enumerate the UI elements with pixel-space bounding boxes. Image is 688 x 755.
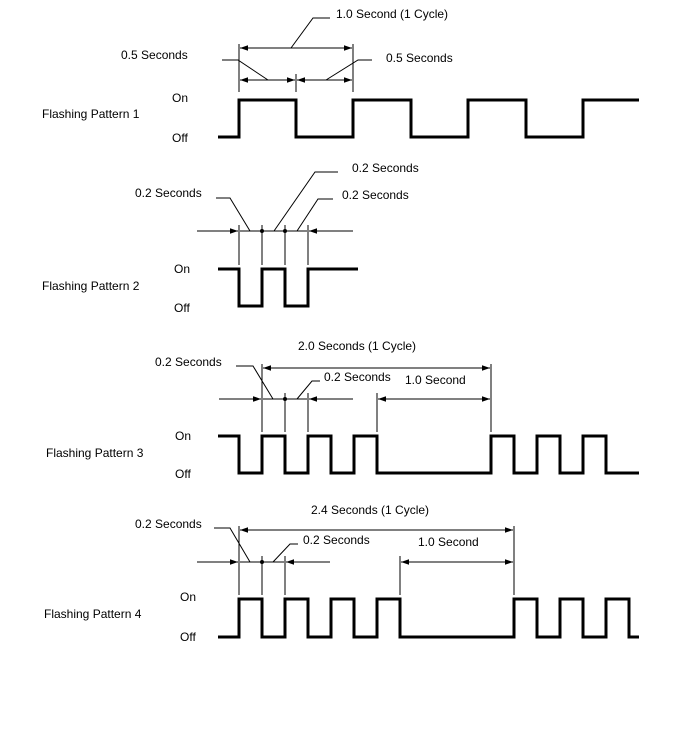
pattern-4: Flashing Pattern 4 On Off 2.4 Seconds (1…	[44, 503, 639, 644]
pattern-4-on-time-label: 0.2 Seconds	[135, 517, 202, 531]
pattern-2-off-label: Off	[174, 301, 190, 315]
pattern-3: Flashing Pattern 3 On Off 2.0 Seconds (1…	[46, 339, 639, 481]
pattern-2-title: Flashing Pattern 2	[42, 279, 140, 293]
pattern-2-first-off-leader	[216, 197, 251, 232]
pattern-1-off-time-label: 0.5 Seconds	[386, 51, 453, 65]
pattern-1-on-label: On	[172, 91, 188, 105]
pattern-4-waveform	[218, 597, 639, 639]
pattern-2-first-off-label: 0.2 Seconds	[135, 186, 202, 200]
pattern-4-pause-label: 1.0 Second	[418, 535, 479, 549]
pattern-4-on-leader	[214, 527, 251, 563]
pattern-3-on-leader	[296, 380, 320, 400]
pattern-4-off-label: Off	[180, 630, 196, 644]
pattern-3-cycle-label: 2.0 Seconds (1 Cycle)	[298, 339, 416, 353]
pattern-2: Flashing Pattern 2 On Off 0.2 Seconds 0.…	[42, 161, 419, 315]
pattern-3-off-time-label: 0.2 Seconds	[155, 355, 222, 369]
pattern-3-off-leader	[236, 365, 274, 400]
pattern-2-second-off-leader	[296, 198, 333, 232]
pattern-3-on-time-label: 0.2 Seconds	[324, 370, 391, 384]
pattern-1: Flashing Pattern 1 On Off 1.0 Second (1 …	[42, 7, 639, 145]
pattern-1-cycle-label: 1.0 Second (1 Cycle)	[336, 7, 448, 21]
pattern-4-off-time-label: 0.2 Seconds	[303, 533, 370, 547]
pattern-1-title: Flashing Pattern 1	[42, 107, 140, 121]
pattern-4-cycle-label: 2.4 Seconds (1 Cycle)	[311, 503, 429, 517]
pattern-1-waveform	[218, 98, 639, 139]
pattern-1-on-leader	[222, 59, 269, 81]
pattern-2-on-time-label: 0.2 Seconds	[352, 161, 419, 175]
pattern-2-waveform	[218, 267, 358, 308]
pattern-1-cycle-leader	[290, 17, 330, 49]
pattern-1-off-leader	[325, 59, 372, 81]
pattern-3-waveform	[218, 434, 639, 475]
pattern-3-off-label: Off	[175, 467, 191, 481]
pattern-3-on-label: On	[175, 429, 191, 443]
pattern-2-on-label: On	[174, 262, 190, 276]
pattern-3-pause-label: 1.0 Second	[405, 373, 466, 387]
pattern-2-on-leader	[273, 171, 338, 232]
pattern-1-on-time-label: 0.5 Seconds	[121, 48, 188, 62]
pattern-4-off-leader	[272, 543, 298, 563]
pattern-4-title: Flashing Pattern 4	[44, 607, 142, 621]
pattern-3-title: Flashing Pattern 3	[46, 446, 144, 460]
pattern-1-off-label: Off	[172, 131, 188, 145]
pattern-4-on-label: On	[180, 590, 196, 604]
pattern-2-second-off-label: 0.2 Seconds	[342, 188, 409, 202]
